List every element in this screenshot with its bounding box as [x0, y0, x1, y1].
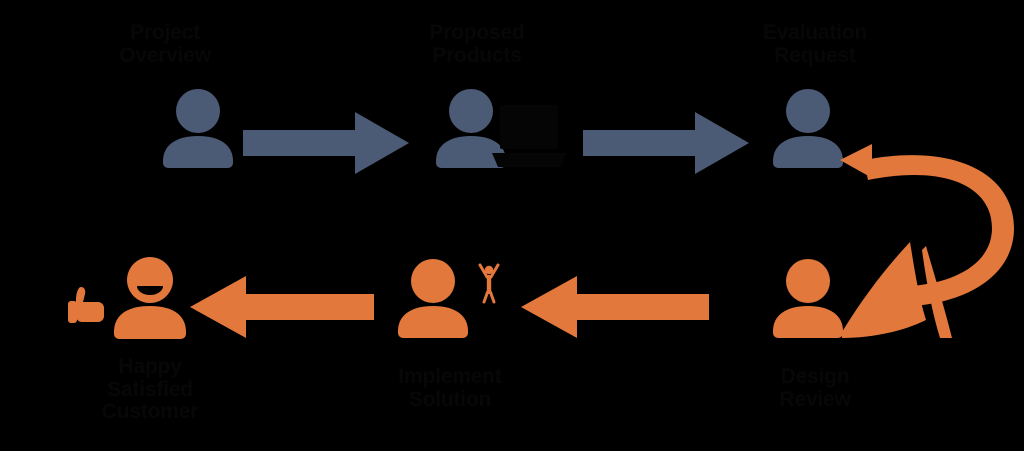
- person-arms-raised-icon: [478, 263, 500, 304]
- arrow-4: [190, 276, 374, 338]
- node-2-person: [428, 88, 514, 168]
- node-3-label: Evaluation Request: [762, 21, 868, 67]
- arrow-1: [243, 112, 409, 174]
- node-5-person: [390, 258, 476, 338]
- node-3-person: [765, 88, 851, 168]
- person-icon: [773, 259, 843, 338]
- node-2-laptop: [492, 105, 566, 169]
- sail-icon: [842, 242, 952, 338]
- person-icon: [436, 89, 506, 168]
- thumbs-up-icon: [68, 287, 104, 323]
- person-thumbs-up-icon: [114, 257, 186, 339]
- straight-arrow-right-icon: [583, 112, 749, 174]
- person-icon: [398, 259, 468, 338]
- node-5-label: Implement Solution: [398, 365, 502, 411]
- laptop-icon: [492, 105, 566, 167]
- node-5-cheering-figure: [476, 262, 502, 304]
- node-4-label: Design Review: [779, 365, 851, 411]
- node-2-label: Proposed Products: [429, 21, 525, 67]
- arrow-2: [583, 112, 749, 174]
- straight-arrow-left-icon: [521, 276, 709, 338]
- straight-arrow-left-icon: [190, 276, 374, 338]
- node-1-label: Project Overview: [119, 21, 211, 67]
- person-icon: [163, 89, 233, 168]
- thumbs-up-hand-icon: [68, 284, 114, 330]
- node-6-person: [105, 256, 195, 340]
- node-6-label: Happy Satisfied Customer: [101, 355, 199, 424]
- node-4-person: [765, 258, 851, 338]
- arrow-3: [521, 276, 709, 338]
- person-icon: [773, 89, 843, 168]
- straight-arrow-right-icon: [243, 112, 409, 174]
- node-1-person: [155, 88, 241, 168]
- node-4-sail: [840, 240, 960, 350]
